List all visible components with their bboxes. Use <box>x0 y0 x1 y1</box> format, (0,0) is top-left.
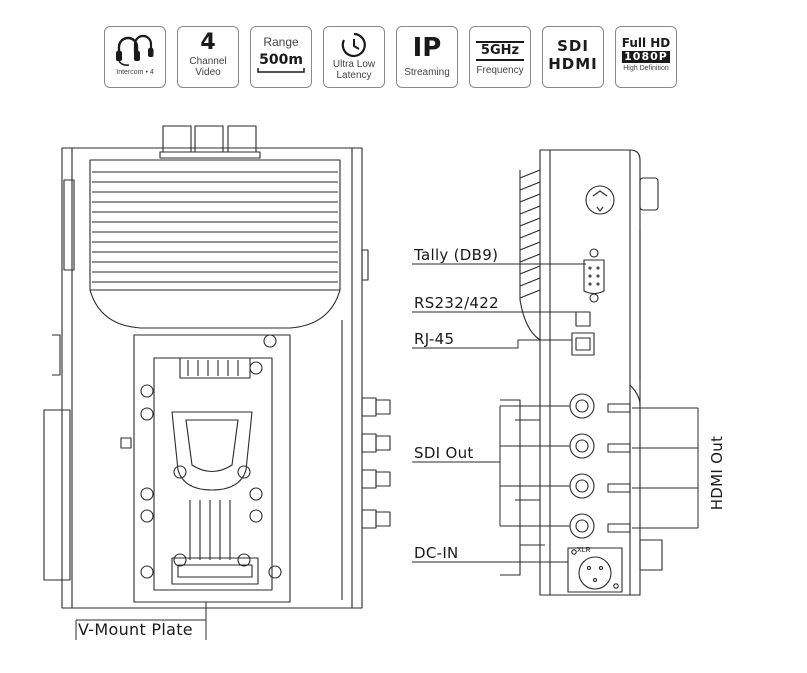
hdmi-label: HDMI <box>548 55 598 73</box>
fullhd-label: Full HD <box>621 36 671 50</box>
ip-label: IP <box>412 33 442 63</box>
tally-db9-port <box>583 248 605 303</box>
feature-range: Range 500m <box>250 26 312 88</box>
feature-sdi-hdmi: SDI HDMI <box>542 26 604 88</box>
latency-line2: Latency <box>336 70 372 81</box>
heatsink-fins <box>92 171 338 283</box>
hdmi-out-label: HDMI Out <box>708 435 726 511</box>
streaming-label: Streaming <box>404 67 450 78</box>
sdi-label: SDI <box>557 37 589 55</box>
freq-value: 5GHz <box>476 41 524 61</box>
feature-ip-streaming: IP Streaming <box>396 26 458 88</box>
v-mount-plate <box>120 334 291 603</box>
callout-vmount: V-Mount Plate <box>78 620 193 639</box>
headset-icon <box>116 34 154 66</box>
video-label: Video <box>195 67 221 78</box>
latency-line1: Ultra Low <box>332 59 376 70</box>
hdmi-out-connectors <box>607 403 631 533</box>
channel-label: Channel <box>189 56 227 67</box>
callout-rj45: RJ-45 <box>414 330 455 348</box>
rs232-port <box>575 311 591 327</box>
callout-sdi-out: SDI Out <box>414 444 474 462</box>
frequency-label: Frequency <box>476 65 524 76</box>
front-view <box>43 125 391 609</box>
front-sdi-connectors <box>361 397 391 529</box>
resolution-label: 1080P <box>622 51 670 63</box>
callout-tally: Tally (DB9) <box>414 246 499 264</box>
intercom-label: Intercom • 4 <box>116 69 154 76</box>
feature-full-hd: Full HD 1080P High Definition <box>615 26 677 88</box>
feature-channel-video: 4 Channel Video <box>177 26 239 88</box>
feature-latency: Ultra Low Latency <box>323 26 385 88</box>
sdi-out-connectors <box>569 393 595 539</box>
callout-rs232: RS232/422 <box>414 294 499 312</box>
feature-frequency: 5GHz Frequency <box>469 26 531 88</box>
rj45-port <box>571 332 595 356</box>
range-label: Range <box>263 35 299 49</box>
feature-intercom: Intercom • 4 <box>104 26 166 88</box>
callout-hdmi-out: HDMI Out <box>697 418 737 528</box>
callout-lines <box>75 263 699 640</box>
clock-icon <box>341 32 366 58</box>
range-bar-icon <box>257 68 305 73</box>
xlr-dc-in-port <box>567 547 623 593</box>
range-value: 500m <box>259 52 303 68</box>
hd-label: High Definition <box>623 65 669 72</box>
callout-dc-in: DC-IN <box>414 544 459 562</box>
xlr-label: XLR <box>577 547 591 554</box>
channel-count: 4 <box>200 30 216 55</box>
